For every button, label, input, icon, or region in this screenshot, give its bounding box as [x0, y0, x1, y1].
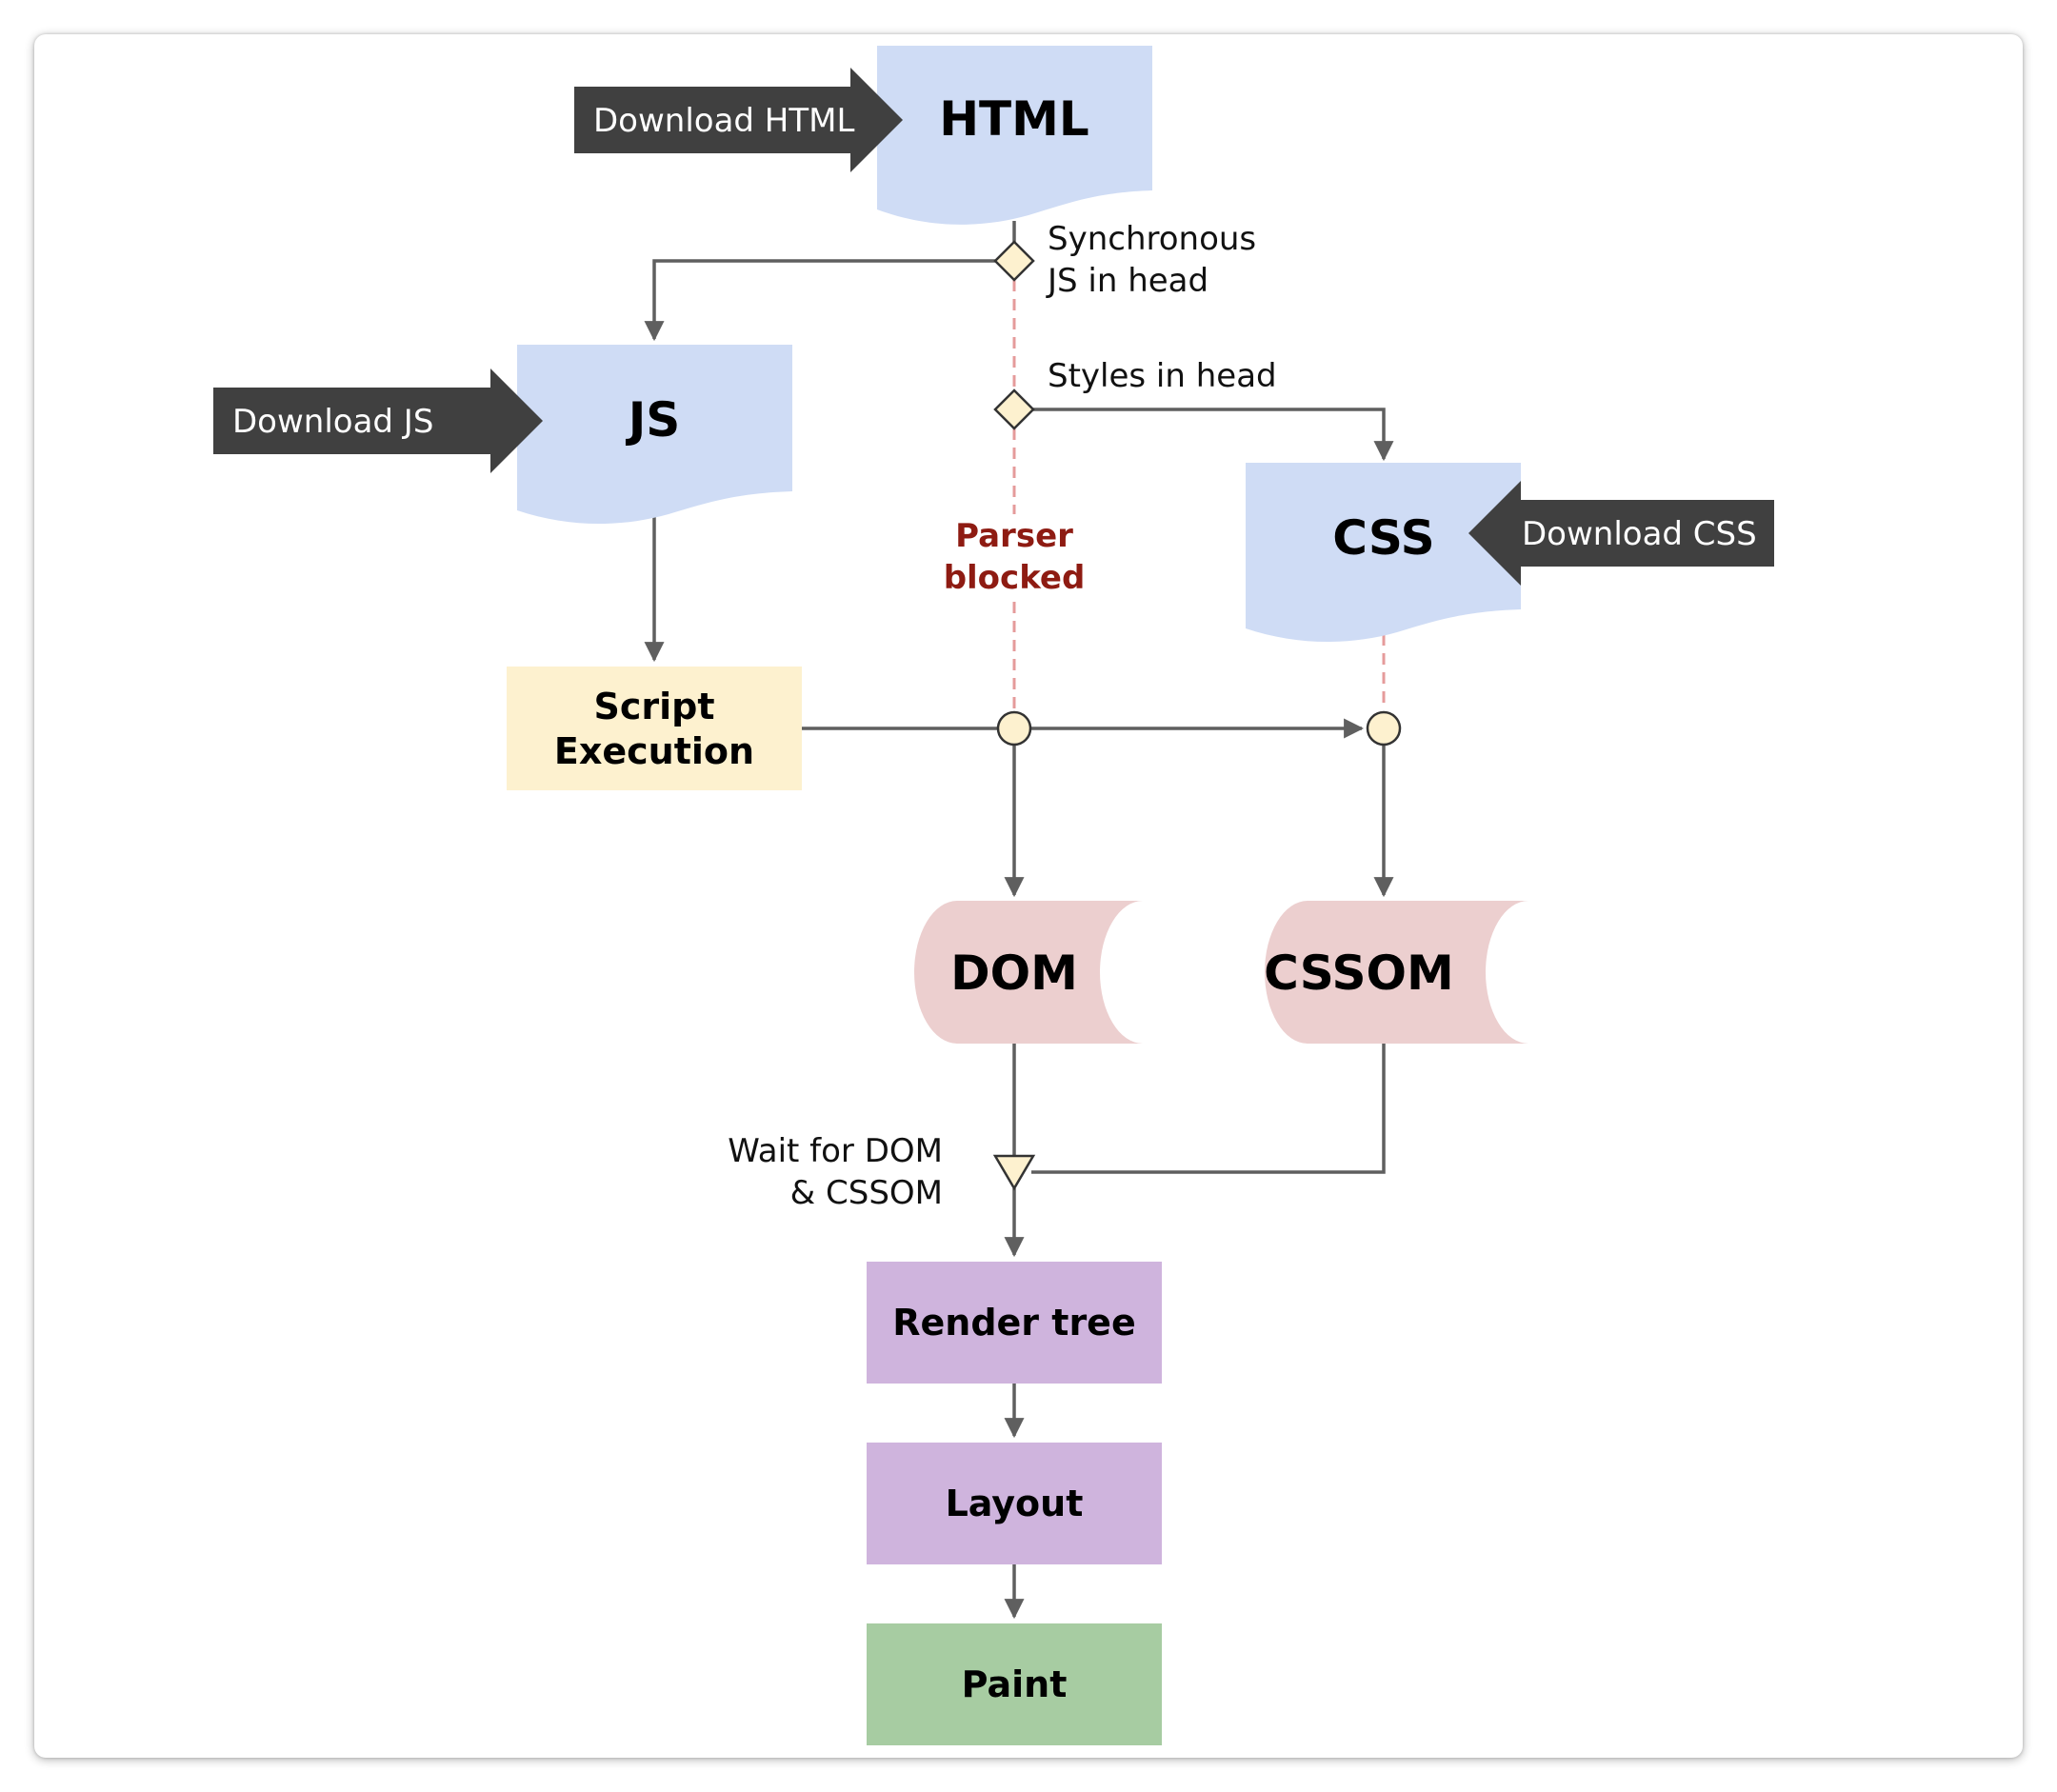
document-css: CSS [1246, 463, 1521, 643]
junction-cssom [1366, 710, 1402, 747]
wait-merge: Wait for DOM & CSSOM [728, 1132, 1036, 1212]
document-js-label: JS [626, 392, 681, 448]
storage-dom-shape [914, 901, 1143, 1044]
decision-styles: Styles in head [993, 357, 1277, 430]
download-js-label: Download JS [232, 403, 433, 441]
document-css-label: CSS [1332, 510, 1434, 566]
connector-cssom-to-wait [1031, 1044, 1386, 1174]
render-tree-box [867, 1262, 1162, 1384]
download-html-arrow-shape [574, 68, 903, 172]
document-css-shape [1246, 463, 1521, 643]
wait-merge-triangle [992, 1154, 1036, 1191]
layout-box [867, 1443, 1162, 1564]
decision-styles-diamond [993, 388, 1035, 430]
download-css-arrow: Download CSS [1468, 481, 1774, 586]
junction-dom [996, 710, 1032, 747]
wait-line2: & CSSOM [790, 1174, 943, 1212]
decision-sync-js-line1: Synchronous [1048, 220, 1256, 258]
download-js-arrow: Download JS [213, 368, 543, 473]
connector-styles-decision-to-css [1033, 408, 1394, 462]
process-paint: Paint [867, 1623, 1162, 1745]
script-execution-line2: Execution [554, 730, 754, 772]
decision-sync-js-diamond [993, 240, 1035, 282]
download-css-arrow-shape [1468, 481, 1774, 586]
process-render-tree: Render tree [867, 1262, 1162, 1384]
download-css-label: Download CSS [1522, 515, 1757, 553]
download-html-label: Download HTML [593, 102, 854, 140]
process-script-execution: Script Execution [507, 667, 802, 790]
storage-dom-label: DOM [950, 946, 1078, 1001]
document-html-label: HTML [939, 91, 1089, 147]
layout-label: Layout [946, 1483, 1084, 1524]
paint-label: Paint [962, 1663, 1068, 1705]
download-js-arrow-shape [213, 368, 543, 473]
parser-blocked-label: Parser blocked [944, 517, 1086, 597]
decision-styles-label: Styles in head [1048, 357, 1277, 395]
paint-box [867, 1623, 1162, 1745]
wait-line1: Wait for DOM [728, 1132, 943, 1170]
decision-sync-js-line2: JS in head [1046, 262, 1208, 300]
storage-dom: DOM [914, 901, 1143, 1044]
render-tree-label: Render tree [892, 1302, 1135, 1344]
document-js-shape [517, 345, 792, 525]
connector-sync-decision-to-js [644, 259, 995, 342]
storage-cssom: CSSOM [1264, 901, 1528, 1044]
parser-blocked-line1: Parser [955, 517, 1073, 555]
storage-cssom-label: CSSOM [1264, 946, 1454, 1001]
download-html-arrow: Download HTML [574, 68, 903, 172]
decision-sync-js: Synchronous JS in head [993, 220, 1256, 300]
document-html-shape [877, 46, 1152, 225]
process-layout: Layout [867, 1443, 1162, 1564]
document-js: JS [517, 345, 792, 525]
parser-blocked-line2: blocked [944, 559, 1086, 597]
parser-blocked-lines [1012, 280, 1386, 710]
document-html: HTML [877, 46, 1152, 225]
script-execution-line1: Script [593, 686, 714, 727]
script-execution-box [507, 667, 802, 790]
connectors [644, 221, 1394, 1620]
storage-cssom-shape [1265, 901, 1528, 1044]
